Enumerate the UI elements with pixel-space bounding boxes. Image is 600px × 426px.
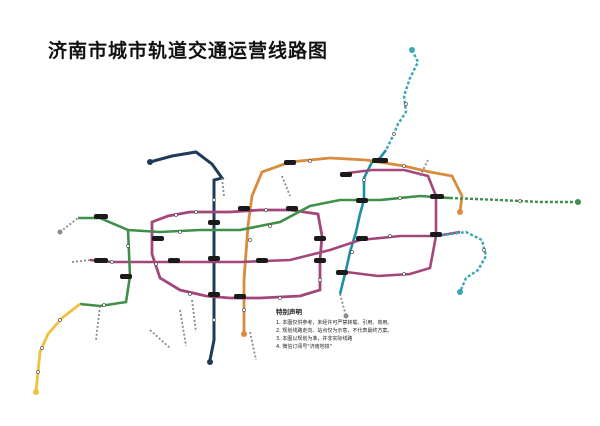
legend-note: 2. 规划线路走向、站点仅为示意，不代表最终方案。	[276, 328, 393, 334]
transfer-station	[372, 158, 388, 163]
terminal-station	[207, 359, 213, 365]
station-ticks	[36, 102, 522, 374]
station	[212, 318, 216, 322]
transfer-station	[94, 258, 108, 263]
route-yellow	[34, 302, 81, 393]
station	[278, 296, 282, 300]
transfer-station	[256, 258, 268, 263]
terminal-station	[147, 159, 153, 165]
legend-note: 3. 本图以规划为准，并非实际线路	[276, 336, 353, 342]
station	[402, 164, 406, 168]
transfer-station	[314, 236, 326, 241]
route-green	[78, 194, 451, 234]
terminal-station	[457, 289, 463, 295]
station	[110, 260, 114, 264]
station	[174, 213, 178, 217]
route-purple-east-west	[89, 230, 461, 264]
terminal-station	[241, 331, 247, 337]
transfer-station	[208, 292, 220, 297]
route-grey-north-dotted	[221, 159, 429, 197]
legend-note: 1. 本图仅供参考，未经许可严禁转载、引用、商用。	[276, 320, 393, 326]
transfer-station	[340, 172, 352, 177]
route-grey-west-dotted	[59, 217, 187, 349]
route-teal-north-dotted	[384, 49, 420, 151]
transfer-station	[430, 194, 444, 199]
station	[178, 230, 182, 234]
transfer-station	[168, 258, 180, 263]
station	[362, 178, 366, 182]
station	[404, 102, 408, 106]
station	[154, 262, 158, 266]
legend-heading: 特别声明	[276, 308, 302, 316]
station	[264, 208, 268, 212]
station	[350, 250, 354, 254]
route-green-southwest	[79, 229, 132, 308]
transfer-station	[286, 206, 298, 211]
station	[318, 278, 322, 282]
station	[102, 303, 106, 307]
station	[518, 199, 522, 203]
station	[392, 132, 396, 136]
transfer-station	[336, 270, 348, 275]
transfer-station	[314, 258, 326, 263]
station	[402, 272, 406, 276]
terminal-station	[457, 209, 463, 215]
station	[248, 238, 252, 242]
station	[398, 196, 402, 200]
station	[194, 210, 198, 214]
terminal-station	[575, 199, 581, 205]
transfer-station	[208, 256, 220, 261]
transfer-station	[356, 236, 368, 241]
station	[388, 234, 392, 238]
route-purple-east-loop	[339, 168, 438, 278]
transfer-station	[430, 232, 442, 237]
station	[482, 248, 486, 252]
station	[36, 370, 40, 374]
transfer-station	[94, 214, 108, 219]
transfer-station	[234, 294, 246, 299]
station	[40, 346, 44, 350]
station	[58, 318, 62, 322]
map-title: 济南市城市轨道交通运营线路图	[48, 40, 329, 62]
terminal-station	[57, 229, 63, 235]
transfer-station	[120, 274, 132, 279]
route-orange	[242, 156, 464, 332]
transfer-station	[208, 220, 220, 225]
route-dark-navy	[149, 150, 225, 361]
legend-box: 特别声明 1. 本图仅供参考，未经许可严禁转载、引用、商用。 2. 规划线路走向…	[276, 306, 452, 351]
route-teal-east-dotted	[435, 230, 488, 293]
station	[242, 308, 246, 312]
station	[268, 224, 272, 228]
terminal-station	[33, 389, 39, 395]
transfer-station	[356, 198, 368, 203]
station	[308, 159, 312, 163]
station	[212, 198, 216, 202]
route-purple-ring	[150, 208, 324, 300]
transfer-station	[152, 236, 164, 241]
transfer-station	[238, 206, 250, 211]
station	[126, 244, 130, 248]
transfer-station	[284, 160, 296, 165]
route-grey-south-dotted	[191, 293, 347, 361]
terminal-stations	[33, 47, 581, 395]
station	[188, 292, 192, 296]
legend-note: 4. 微信订阅号"济南地铁"	[276, 344, 332, 350]
terminal-station	[343, 313, 349, 319]
terminal-station	[409, 47, 415, 53]
route-green-east-dotted	[449, 196, 578, 204]
transfer-stations	[94, 158, 444, 299]
